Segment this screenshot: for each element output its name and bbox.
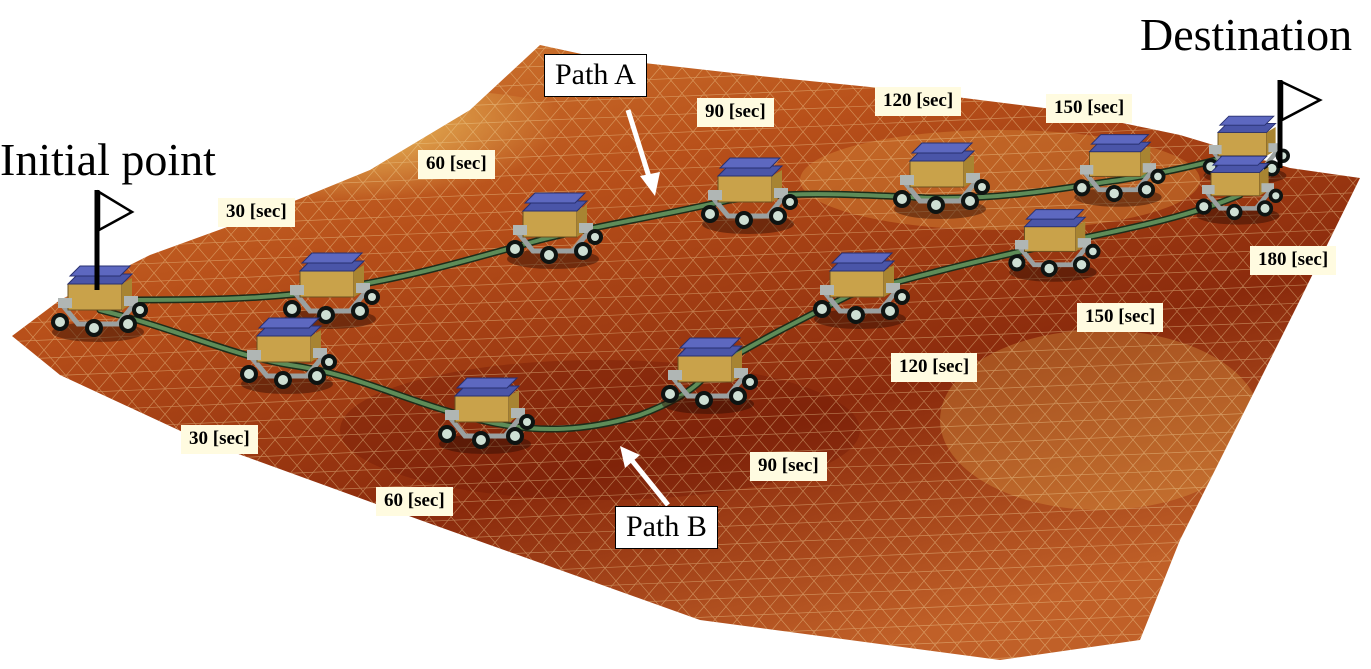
rover xyxy=(1195,155,1283,225)
destination-title: Destination xyxy=(1140,9,1353,60)
path-b-time-label: 180 [sec] xyxy=(1250,246,1337,275)
path-b-time-label: 30 [sec] xyxy=(181,425,258,454)
path-b-time-label: 120 [sec] xyxy=(891,353,978,382)
start-flag xyxy=(94,189,135,290)
rover xyxy=(240,317,337,394)
destination-flag xyxy=(1277,80,1323,168)
path-a-label: Path A xyxy=(544,54,647,97)
path-a-time-label: 60 [sec] xyxy=(418,150,495,179)
rover xyxy=(51,265,148,342)
rover xyxy=(1008,209,1101,282)
rover xyxy=(1073,134,1166,207)
path-b-time-label: 60 [sec] xyxy=(376,487,453,516)
rover xyxy=(661,337,758,414)
path-b-time-label: 90 [sec] xyxy=(750,452,827,481)
rover-group xyxy=(51,115,1290,454)
path-a-time-label: 30 [sec] xyxy=(218,198,295,227)
path-a-time-label: 150 [sec] xyxy=(1046,94,1133,123)
rover xyxy=(893,142,990,219)
rover xyxy=(701,157,798,234)
path-a-time-label: 120 [sec] xyxy=(875,87,962,116)
path-b-arrow xyxy=(620,446,670,507)
rover xyxy=(813,252,910,329)
initial-point-title: Initial point xyxy=(0,134,216,185)
path-a-time-label: 90 [sec] xyxy=(697,98,774,127)
path-a-arrow xyxy=(625,109,660,196)
rover xyxy=(438,377,535,454)
path-b-label: Path B xyxy=(615,506,718,549)
path-b-time-label: 150 [sec] xyxy=(1077,303,1164,332)
rover xyxy=(506,192,603,269)
